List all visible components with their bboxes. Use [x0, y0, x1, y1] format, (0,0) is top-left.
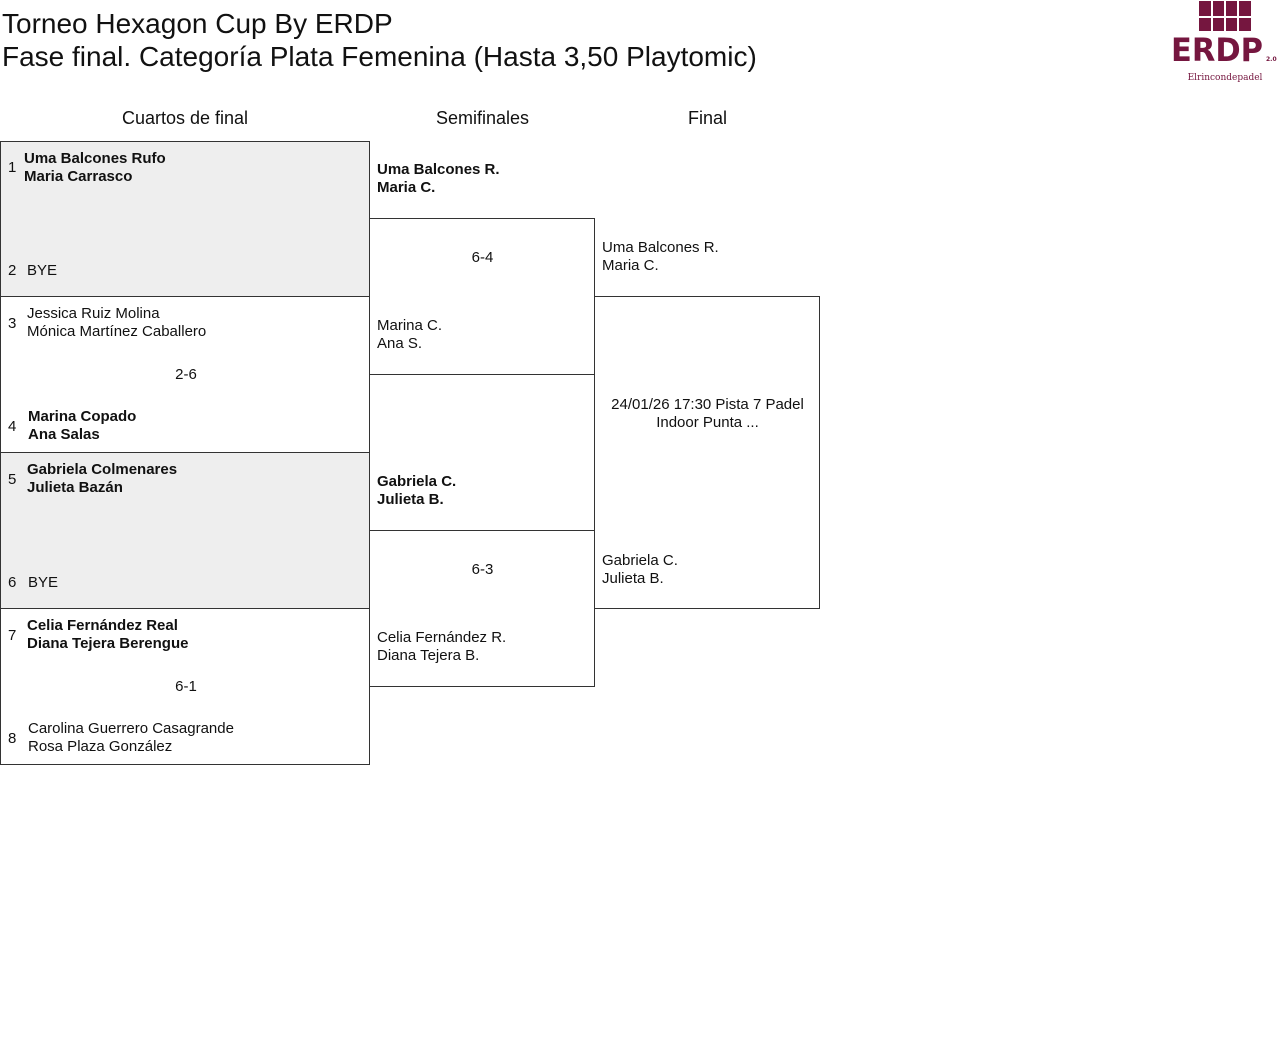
team-name: Marina Copado: [28, 408, 137, 425]
round-header-qf: Cuartos de final: [121, 108, 249, 128]
team-name: Mónica Martínez Caballero: [27, 323, 207, 340]
seed: 1: [8, 159, 17, 176]
match-score: 2-6: [175, 366, 197, 383]
team-name: Julieta B.: [377, 491, 444, 508]
team-name: BYE: [28, 574, 59, 591]
svg-text:ERDP: ERDP: [1171, 31, 1263, 69]
team-name: Diana Tejera Berengue: [27, 635, 189, 652]
team-name: Marina C.: [377, 317, 443, 334]
team-name: Rosa Plaza González: [28, 738, 173, 755]
team-name: Carolina Guerrero Casagrande: [28, 720, 234, 737]
team-name: Celia Fernández Real: [27, 617, 178, 634]
team-name: Celia Fernández R.: [377, 629, 507, 646]
match-score: 6-1: [175, 678, 197, 695]
qf-match-2[interactable]: 3 Jessica Ruiz Molina Mónica Martínez Ca…: [0, 296, 370, 453]
round-header-final: Final: [687, 108, 727, 128]
team-name: Uma Balcones R.: [602, 239, 719, 256]
match-score: 6-4: [471, 249, 494, 266]
seed: 7: [8, 627, 17, 644]
seed: 4: [8, 418, 17, 435]
team-name: Ana Salas: [28, 426, 100, 443]
team-name: Julieta Bazán: [27, 479, 123, 496]
team-name: Uma Balcones R.: [377, 161, 500, 178]
round-header-sf: Semifinales: [435, 108, 530, 128]
qf-match-3[interactable]: 5 Gabriela Colmenares Julieta Bazán 6 BY…: [0, 452, 370, 609]
page-subtitle: Fase final. Categoría Plata Femenina (Ha…: [2, 41, 757, 72]
team-name: Gabriela Colmenares: [27, 461, 178, 478]
team-name: BYE: [27, 262, 58, 279]
page-title: Torneo Hexagon Cup By ERDP: [2, 8, 393, 39]
team-name: Jessica Ruiz Molina: [27, 305, 160, 322]
qf-match-4[interactable]: 7 Celia Fernández Real Diana Tejera Bere…: [0, 608, 370, 765]
seed: 2: [8, 262, 17, 279]
seed: 5: [8, 471, 17, 488]
team-name: Ana S.: [377, 335, 423, 352]
svg-text:Elrincondepadel: Elrincondepadel: [1188, 73, 1263, 83]
seed: 8: [8, 730, 17, 747]
match-info: 24/01/26 17:30 Pista 7 Padel Indoor Punt…: [611, 396, 804, 431]
team-name: Maria Carrasco: [24, 168, 133, 185]
sf-match-1[interactable]: 6-4 Marina C. Ana S.: [369, 218, 595, 375]
seed: 3: [8, 315, 17, 332]
final-match[interactable]: 24/01/26 17:30 Pista 7 Padel Indoor Punt…: [594, 296, 820, 609]
team-name: Diana Tejera B.: [377, 647, 480, 664]
svg-text:2.0: 2.0: [1266, 56, 1277, 63]
sf-match-2[interactable]: 6-3 Celia Fernández R. Diana Tejera B.: [369, 530, 595, 687]
qf-match-1[interactable]: 1 Uma Balcones Rufo Maria Carrasco 2 BYE: [0, 141, 370, 297]
match-score: 6-3: [471, 561, 494, 578]
seed: 6: [8, 574, 17, 591]
team-name: Maria C.: [602, 257, 659, 274]
team-name: Julieta B.: [602, 570, 664, 587]
team-name: Gabriela C.: [377, 473, 457, 490]
team-name: Uma Balcones Rufo: [24, 150, 166, 167]
team-name: Gabriela C.: [602, 552, 678, 569]
erdp-logo: ERDP 2.0 Elrincondepadel: [1170, 0, 1280, 84]
team-name: Maria C.: [377, 179, 436, 196]
